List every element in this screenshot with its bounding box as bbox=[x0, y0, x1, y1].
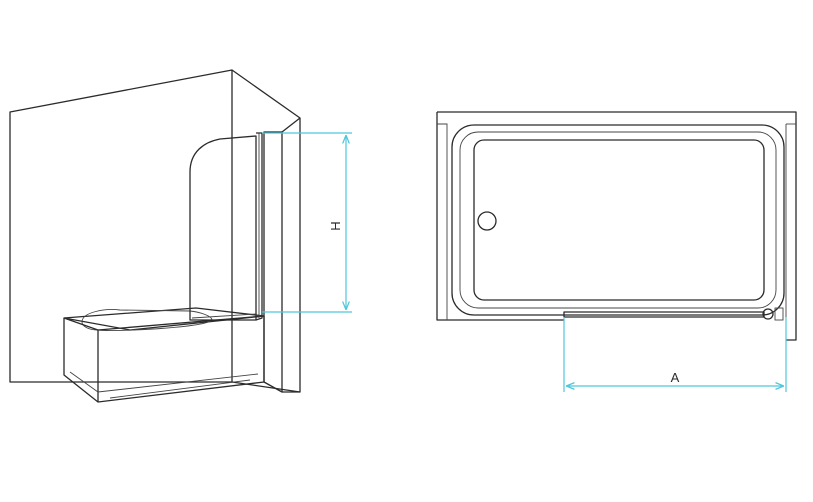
hinge-icon bbox=[762, 308, 774, 320]
glass-screen bbox=[189, 132, 263, 321]
perspective-view: H bbox=[9, 69, 352, 403]
drain-icon bbox=[477, 211, 497, 231]
bathtub bbox=[63, 307, 265, 403]
width-dimension: A bbox=[563, 317, 787, 392]
bathtub-top bbox=[451, 124, 785, 316]
plan-view: A bbox=[436, 111, 797, 392]
side-wall bbox=[263, 131, 300, 393]
width-label: A bbox=[671, 370, 680, 385]
height-dimension: H bbox=[262, 132, 352, 313]
screen-plan bbox=[563, 307, 784, 321]
height-label: H bbox=[328, 221, 343, 230]
